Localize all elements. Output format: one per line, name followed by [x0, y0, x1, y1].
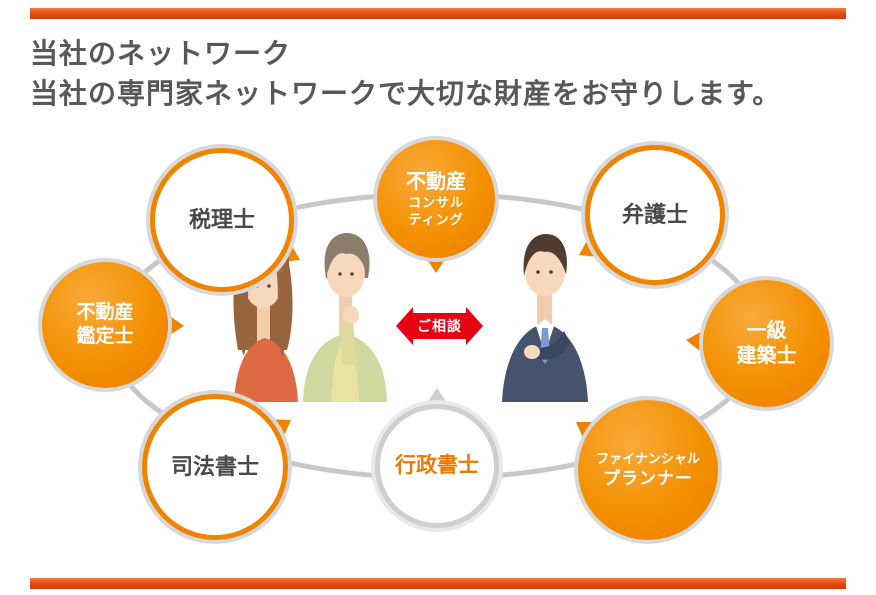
bubble-financial-planner: ファイナンシャル プランナー [578, 400, 718, 540]
right-arrowhead-icon [466, 307, 483, 345]
businessman-figure [502, 234, 588, 402]
left-arrowhead-icon [396, 307, 413, 345]
bubble-label: 弁護士 [621, 202, 688, 228]
consult-arrow: ご相談 [396, 307, 483, 345]
consult-arrow-label: ご相談 [413, 313, 466, 339]
bubble-label: 建築士 [736, 344, 797, 367]
bubble-administrative-scrivener: 行政書士 [375, 404, 499, 528]
bubble-label: 不動産 [406, 171, 466, 194]
elderly-woman-figure [303, 233, 387, 402]
bubble-label: 不動産 [76, 302, 134, 324]
bubble-judicial-scrivener: 司法書士 [142, 394, 288, 540]
bubble-label: ティング [408, 211, 464, 227]
bottom-accent-bar [30, 578, 846, 589]
bubble-label: ファイナンシャル [596, 451, 700, 467]
bubble-tax-accountant: 税理士 [150, 148, 294, 292]
bubble-label: コンサル [407, 195, 464, 211]
bubble-real-estate-appraiser: 不動産 鑑定士 [42, 262, 168, 388]
bubble-label: 行政書士 [395, 453, 479, 477]
top-accent-bar [30, 8, 846, 19]
bubble-label: 鑑定士 [76, 326, 134, 347]
bubble-lawyer: 弁護士 [585, 145, 725, 285]
bubble-label: 一級 [746, 319, 787, 342]
page-title-line2: 当社の専門家ネットワークで大切な財産をお守りします。 [30, 78, 782, 109]
bubble-label: プランナー [603, 468, 693, 488]
page-title-line1: 当社のネットワーク [30, 38, 292, 69]
bubble-label: 司法書士 [170, 454, 259, 480]
bubble-label: 税理士 [188, 207, 255, 233]
bubble-first-class-architect: 一級 建築士 [703, 280, 830, 407]
bubble-real-estate-consulting: 不動産 コンサル ティング [377, 140, 495, 258]
page-header: 当社のネットワーク 当社の専門家ネットワークで大切な財産をお守りします。 [30, 34, 781, 114]
